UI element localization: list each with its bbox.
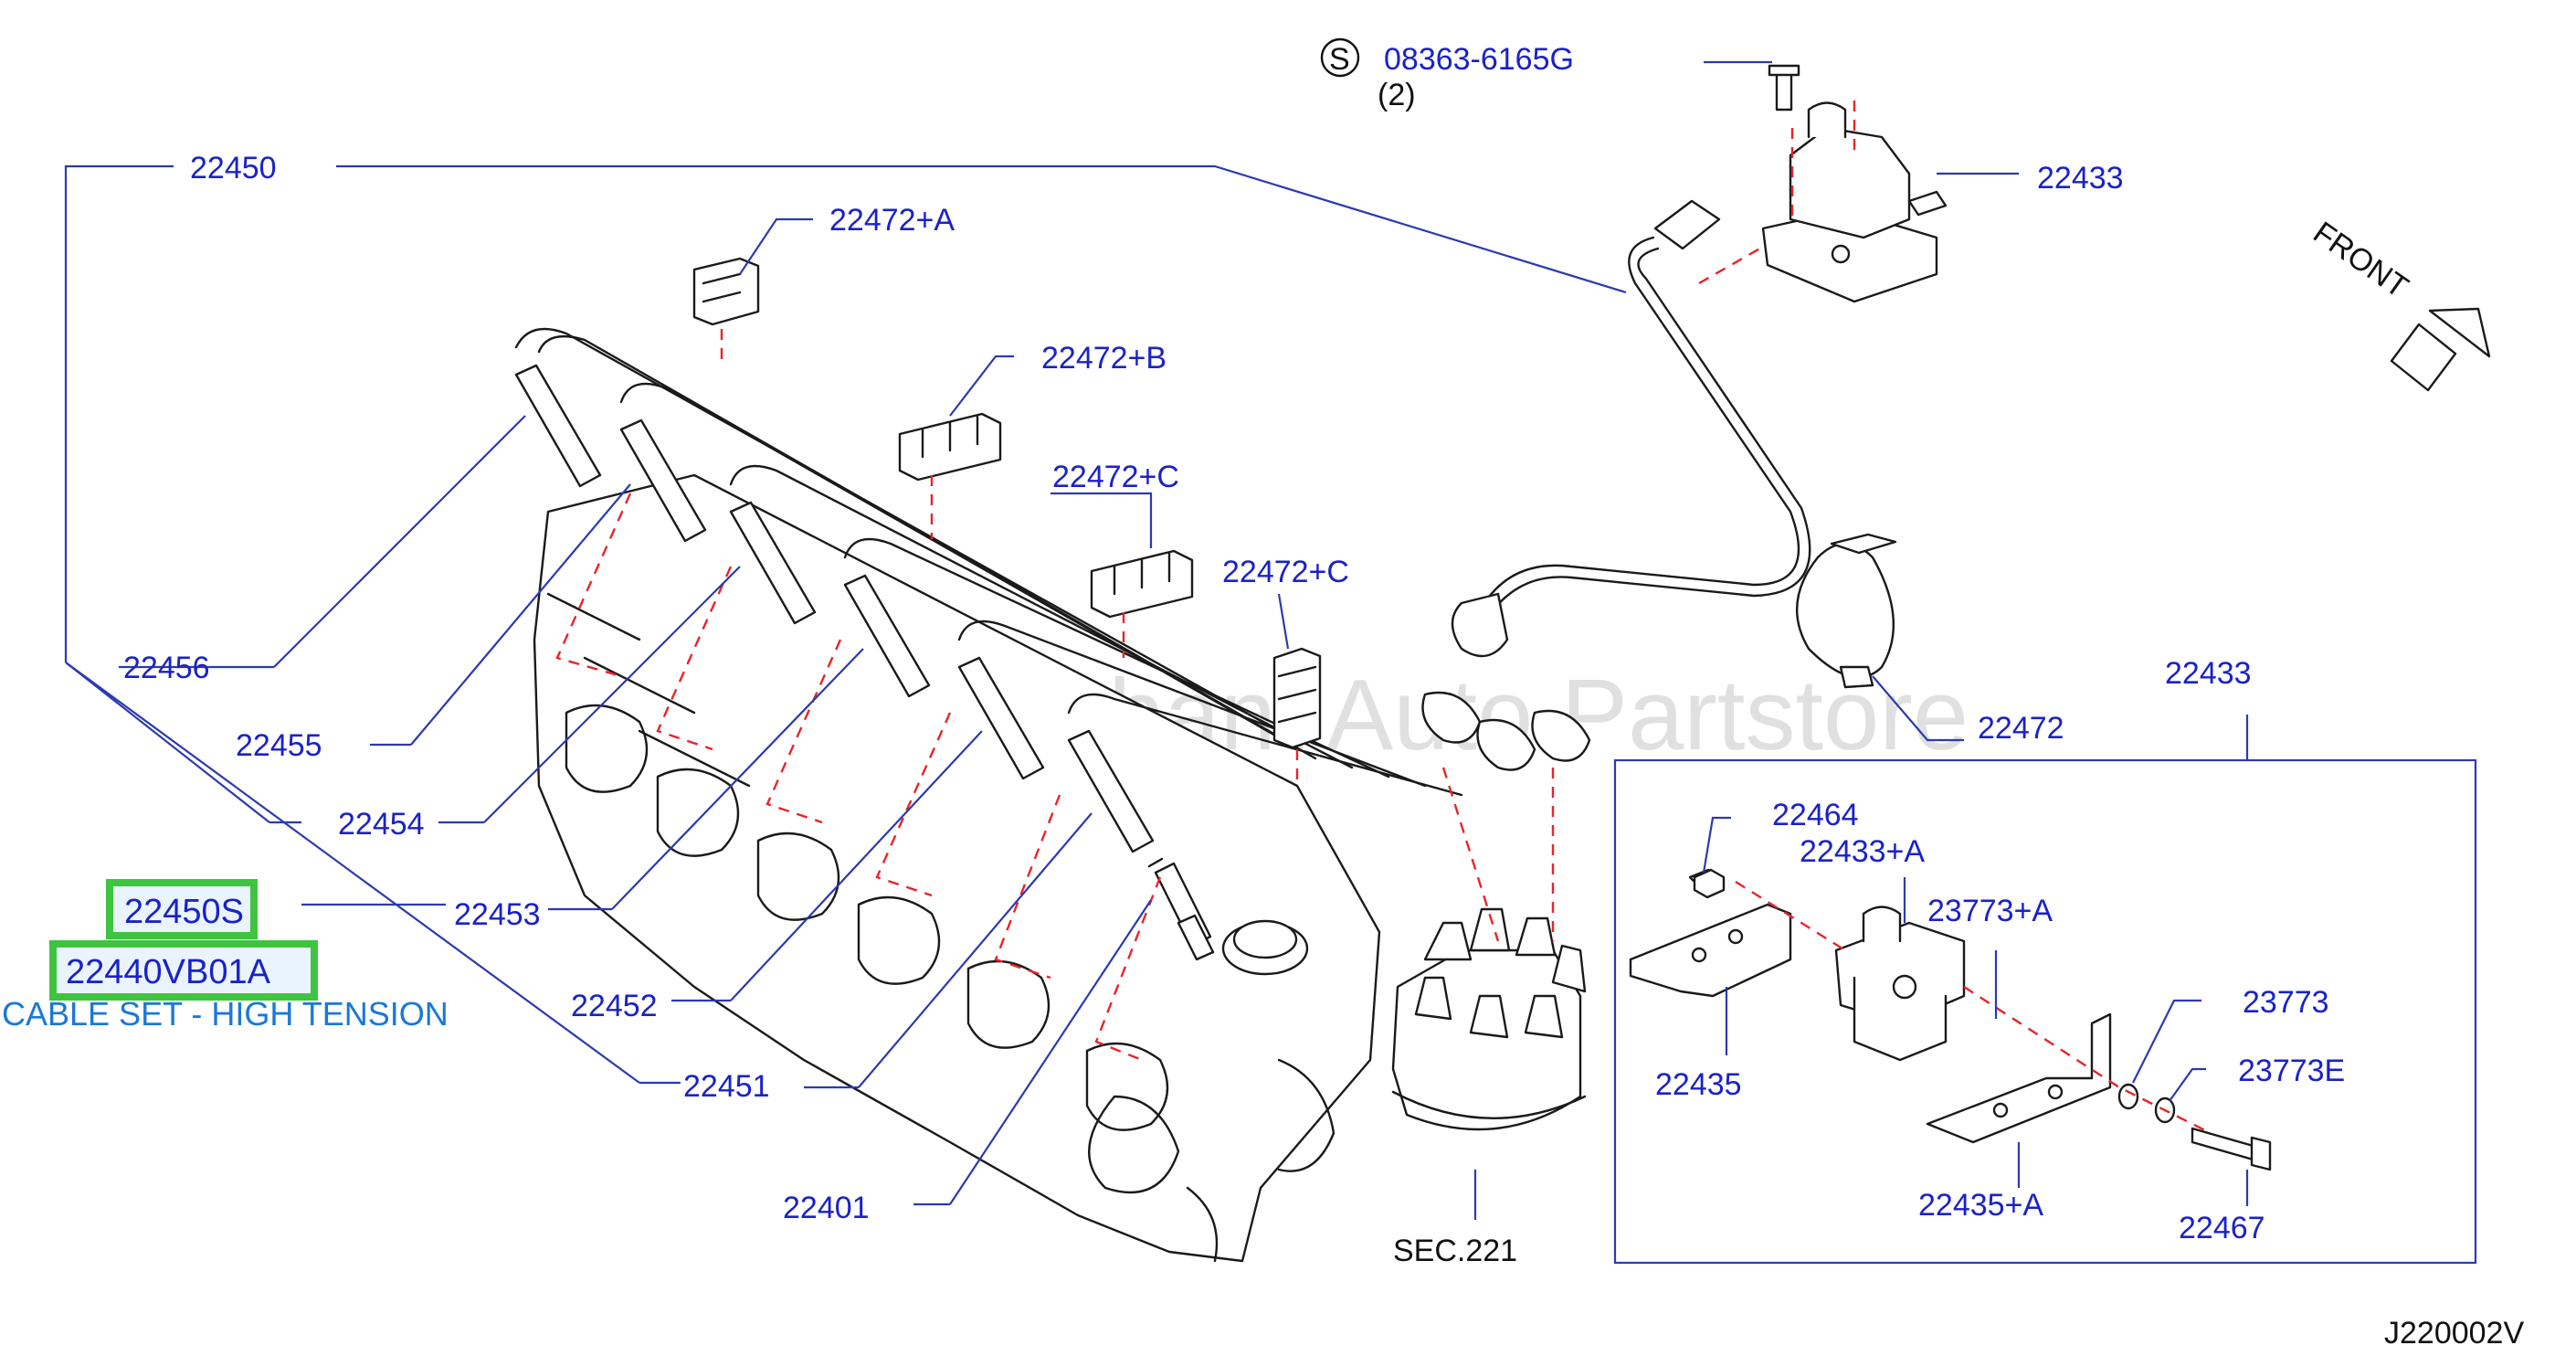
screw-symbol-circle [1320, 37, 1360, 78]
highlight-set-code-box [106, 879, 258, 939]
front-arrow: FRONT [2307, 215, 2491, 392]
label-22452[interactable]: 22452 [571, 989, 658, 1023]
clip-22472A [692, 257, 760, 326]
label-22467[interactable]: 22467 [2179, 1211, 2265, 1245]
highlight-part-code[interactable]: 22440VB01A [49, 940, 318, 1001]
washer-23773 [2117, 1083, 2176, 1124]
coil-bracket-22435A [1926, 1012, 2112, 1144]
bolt-22467 [2191, 1127, 2272, 1171]
ht-cable-bundle [514, 199, 1811, 853]
clip-22472C-2 [1272, 647, 1322, 749]
label-22472B[interactable]: 22472+B [1041, 341, 1167, 376]
spark-plug [1147, 857, 1215, 961]
screw-part-number[interactable]: 08363-6165G [1384, 42, 1574, 77]
coil-detail-box [1613, 758, 2477, 1265]
label-22456[interactable]: 22456 [123, 651, 210, 685]
highlight-set-code[interactable]: 22450S [106, 879, 258, 939]
part-description: CABLE SET - HIGH TENSION [2, 995, 449, 1033]
reference-code: J220002V [2384, 1316, 2524, 1351]
label-22401[interactable]: 22401 [783, 1191, 870, 1225]
label-22433A[interactable]: 22433+A [1800, 834, 1925, 869]
label-22451[interactable]: 22451 [683, 1069, 770, 1104]
label-23773E[interactable]: 23773E [2238, 1054, 2345, 1088]
label-22454[interactable]: 22454 [338, 807, 425, 842]
clip-22472B [898, 412, 1002, 482]
set-code-text[interactable]: 22450S [124, 893, 244, 931]
clip-22472C-1 [1090, 549, 1194, 619]
highlight-part-code-box [49, 940, 318, 1001]
ring-clip-22472 [1795, 533, 1897, 689]
distributor-cap [1391, 907, 1587, 1131]
label-22453[interactable]: 22453 [454, 897, 541, 932]
assembly-lines [555, 101, 2212, 1135]
screw-callout: S 08363-6165G (2) [1320, 37, 1574, 112]
label-22472C-2[interactable]: 22472+C [1222, 555, 1349, 589]
nut-22464 [1693, 868, 1726, 899]
label-23773[interactable]: 23773 [2243, 985, 2329, 1020]
label-22433-top[interactable]: 22433 [2037, 161, 2124, 196]
part-code-text[interactable]: 22440VB01A [66, 953, 271, 991]
label-22435A[interactable]: 22435+A [1918, 1188, 2043, 1223]
ignition-coil-detail [1834, 906, 1966, 1062]
engine-block [533, 473, 1381, 1263]
label-22472C-1[interactable]: 22472+C [1052, 460, 1179, 494]
label-22472[interactable]: 22472 [1978, 711, 2064, 746]
label-22455[interactable]: 22455 [236, 728, 322, 763]
label-22450[interactable]: 22450 [190, 151, 277, 185]
label-22472A[interactable]: 22472+A [829, 203, 955, 238]
ignition-coil-top [1761, 64, 1948, 303]
label-23773A[interactable]: 23773+A [1927, 894, 2053, 928]
label-22435[interactable]: 22435 [1655, 1067, 1742, 1102]
screw-symbol: S [1329, 42, 1350, 77]
label-22433-box[interactable]: 22433 [2165, 656, 2252, 691]
front-label: FRONT [2307, 215, 2414, 304]
label-sec221[interactable]: SEC.221 [1393, 1234, 1517, 1268]
leader-lines [64, 60, 2249, 1220]
screw-qty: (2) [1378, 78, 1416, 112]
label-22464[interactable]: 22464 [1772, 798, 1859, 832]
